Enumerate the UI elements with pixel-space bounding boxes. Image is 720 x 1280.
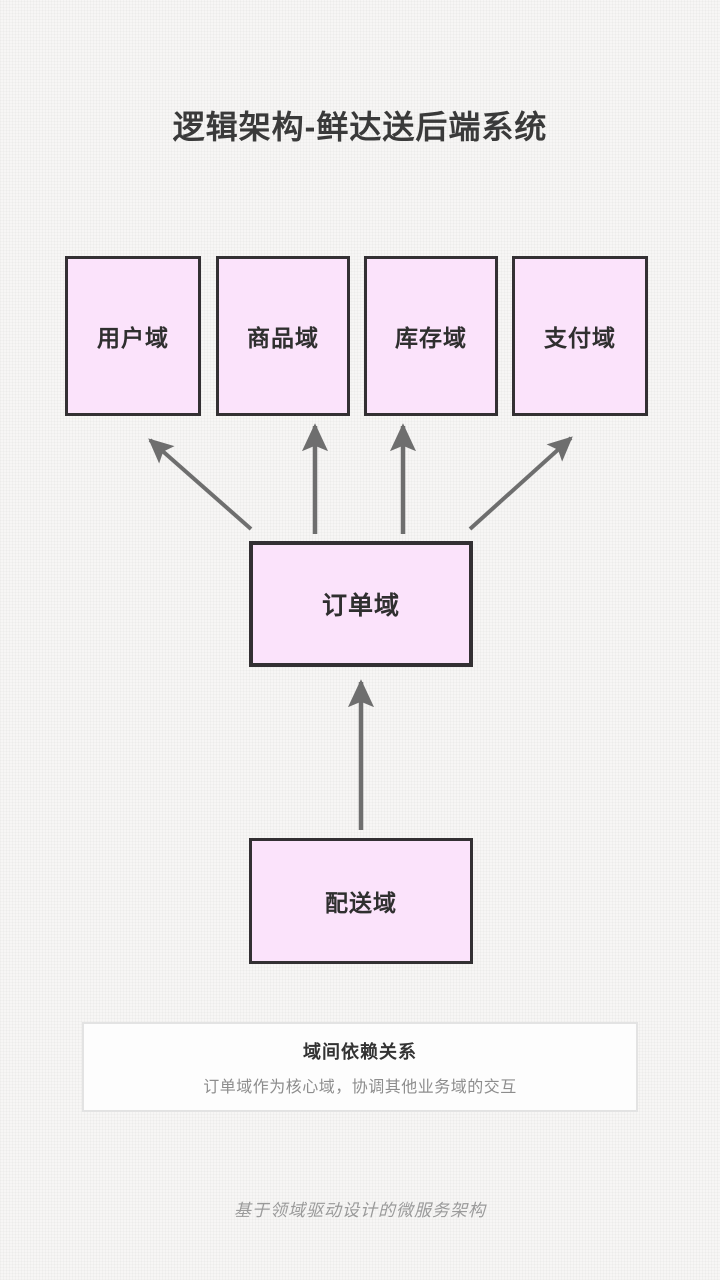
domain-box-payment[interactable]: 支付域 xyxy=(512,256,648,416)
footer-note: 基于领域驱动设计的微服务架构 xyxy=(234,1201,486,1220)
domain-box-label: 库存域 xyxy=(395,325,467,351)
domain-box-product[interactable]: 商品域 xyxy=(216,256,350,416)
page-title: 逻辑架构-鲜达送后端系统 xyxy=(172,109,548,145)
info-panel-title: 域间依赖关系 xyxy=(303,1041,417,1062)
info-panel-description: 订单域作为核心域，协调其他业务域的交互 xyxy=(203,1078,517,1096)
domain-box-label: 用户域 xyxy=(97,325,169,351)
info-panel: 域间依赖关系 订单域作为核心域，协调其他业务域的交互 xyxy=(82,1022,638,1112)
domain-box-delivery[interactable]: 配送域 xyxy=(249,838,473,964)
domain-box-label: 支付域 xyxy=(544,325,616,351)
domain-box-label: 配送域 xyxy=(325,890,397,916)
domain-box-order[interactable]: 订单域 xyxy=(249,541,473,667)
domain-box-label: 订单域 xyxy=(321,592,400,620)
domain-box-user[interactable]: 用户域 xyxy=(65,256,201,416)
domain-box-label: 商品域 xyxy=(247,325,319,351)
domain-box-inventory[interactable]: 库存域 xyxy=(364,256,498,416)
